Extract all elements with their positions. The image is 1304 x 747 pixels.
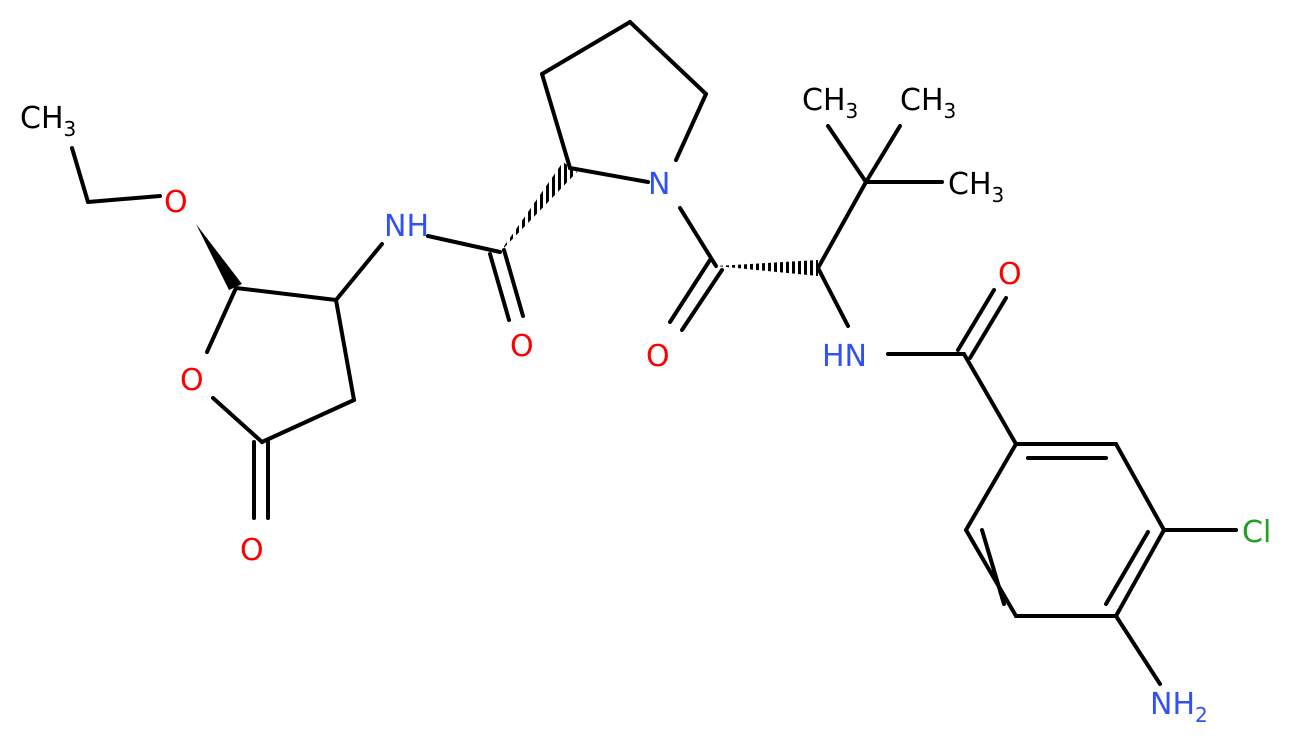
bond-pro-c3-c4	[540, 20, 632, 76]
bond-ar-inner-b	[1104, 530, 1150, 606]
bond-ar-2-3	[1114, 442, 1166, 532]
label-chloro: Cl	[1242, 515, 1271, 550]
bond-ca-cq	[816, 180, 868, 270]
bond-cq-me1	[826, 124, 868, 184]
bond-ca-hn	[816, 266, 850, 328]
label-amide2-carbonyl-o: O	[646, 339, 670, 374]
bond-ch2-o	[86, 194, 162, 204]
bond-cq-me2	[864, 124, 902, 184]
bond-co3-ring	[962, 352, 1018, 446]
bond-pro-c4-c5	[628, 20, 708, 96]
bond-co1-b	[502, 248, 525, 318]
label-tbu-ch3-c: CH3	[948, 167, 1004, 207]
bond-ar-inner-c	[980, 528, 1006, 606]
bond-c5-c4	[260, 398, 356, 444]
atom-labels: CH3 O O O NH O N O CH3 CH3 CH3 HN O Cl N…	[20, 83, 1271, 727]
bond-co2-b	[680, 268, 724, 332]
bond-nh-co	[426, 234, 502, 254]
bonds	[70, 20, 1238, 686]
bond-ch3-ch2	[70, 146, 90, 204]
label-tbu-ch3-a: CH3	[802, 83, 858, 123]
hash-bond-pro	[500, 162, 577, 252]
bond-co2-a	[668, 258, 712, 324]
bond-ringO-c5	[211, 396, 264, 444]
bond-n-co2	[678, 206, 718, 268]
bond-pro-c5-n	[674, 92, 708, 162]
bond-co1-a	[488, 252, 511, 322]
label-amide-nh: NH	[384, 209, 429, 244]
bond-c3-nh	[334, 242, 384, 302]
bond-pro-c2-n	[568, 166, 650, 184]
bond-c2-c3	[234, 286, 338, 302]
label-tbu-ch3-b: CH3	[900, 83, 956, 123]
label-ring-o: O	[180, 363, 204, 398]
label-ether-o: O	[164, 185, 188, 220]
wedge-bond-ether	[196, 224, 242, 290]
bond-pro-c2-c3	[540, 72, 572, 170]
bond-ar-nh2	[1114, 614, 1162, 686]
hash-bond-tle	[716, 260, 818, 276]
label-amino: NH2	[1150, 687, 1208, 727]
label-amide1-carbonyl-o: O	[510, 329, 534, 364]
bond-ar-3-4	[1114, 528, 1166, 618]
label-ethyl-ch3: CH3	[20, 101, 76, 141]
label-benzamide-carbonyl-o: O	[998, 257, 1022, 292]
bond-ar-5-6	[964, 528, 1018, 618]
bond-co3-a	[956, 288, 996, 352]
label-lactone-carbonyl-o: O	[240, 533, 264, 568]
label-pyrrolidine-n: N	[648, 167, 670, 202]
bond-c2-ringO	[205, 286, 238, 354]
bond-ar-6-1	[964, 442, 1018, 532]
bond-co3-b	[968, 296, 1008, 360]
label-benzamide-hn: HN	[822, 339, 867, 374]
bond-c4-c3	[334, 298, 356, 402]
